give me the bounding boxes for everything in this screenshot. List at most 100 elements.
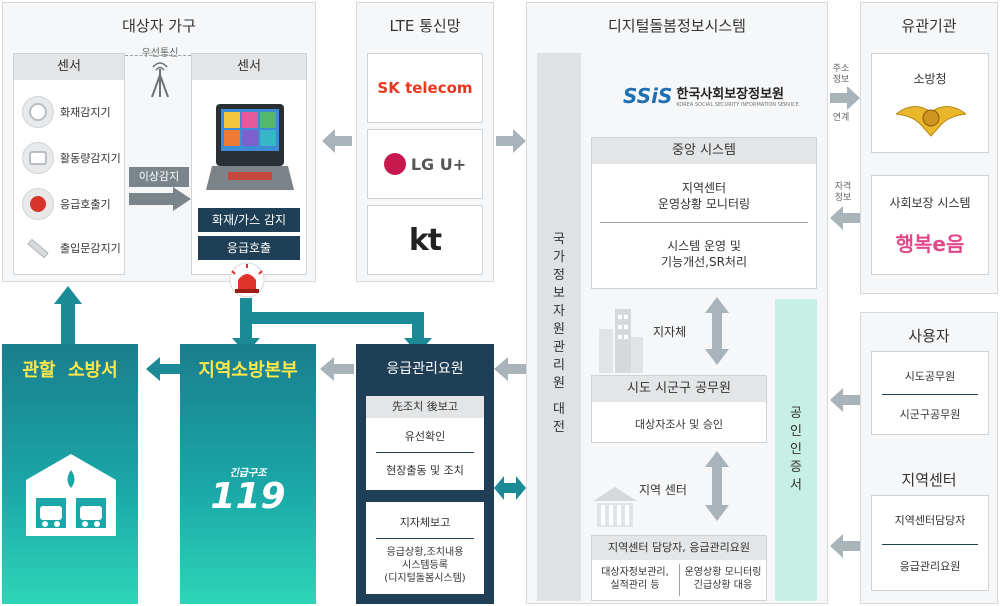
gov-report-detail: 응급상황,조치내용 시스템등록 (디지털돌봄시스템) xyxy=(366,546,484,585)
central-line2b: 기능개선,SR처리 xyxy=(660,255,747,269)
carrier-skt: SK telecom xyxy=(367,53,483,123)
first-action-b: 현장출동 및 조치 xyxy=(386,464,464,477)
lg-logo-icon xyxy=(383,153,406,175)
sido-official-box: 시도 시군구 공무원 대상자조사 및 승인 xyxy=(591,375,767,443)
digital-system-title: 디지털돌봄정보시스템 xyxy=(607,17,746,35)
user-item: 시도공무원 xyxy=(904,370,956,383)
nirs-char: 가 xyxy=(553,250,565,265)
central-line1a: 지역센터 xyxy=(681,181,727,195)
center-staff-box: 지역센터 담당자, 응급관리요원 대상자정보관리, 실적관리 등 운영상황 모니… xyxy=(591,535,767,601)
first-action-divider xyxy=(376,452,474,453)
cert-char: 서 xyxy=(790,478,802,493)
center-staff-title: 지역센터 담당자, 응급관리요원 xyxy=(592,536,766,560)
sensor-item-door: 출입문감지기 xyxy=(22,232,121,264)
staff-hq-arrow xyxy=(320,357,354,381)
central-system-box: 중앙 시스템 지역센터 운영상황 모니터링 시스템 운영 및 기능개선,SR처리 xyxy=(591,137,817,289)
rescue-logo-num: 119 xyxy=(210,476,286,517)
center-staff-divider xyxy=(679,564,680,596)
emergency-staff-title: 응급관리요원 xyxy=(386,361,464,377)
fire-station-title: 관할 소방서 xyxy=(22,360,118,381)
center-staff-right: 운영상황 모니터링 긴급상황 대응 xyxy=(680,566,766,592)
local-gov-label: 지자체 xyxy=(653,325,687,339)
cert-char: 공 xyxy=(790,406,802,421)
nirs-char: 국 xyxy=(553,232,565,247)
rescue-logo-top: 긴급구조 xyxy=(229,468,267,479)
ssis-logo: SSiS 한국사회보장정보원 KOREA SOCIAL SECURITY INF… xyxy=(623,83,799,109)
region-center-label: 지역 센터 xyxy=(639,483,687,497)
welfare-system-arrow xyxy=(830,206,860,230)
wireless-label: 우선통신 xyxy=(141,48,179,59)
fire-agency-box: 소방청 xyxy=(871,53,989,153)
sensor-label: 응급호출기 xyxy=(60,198,111,211)
lte-system-arrow xyxy=(496,129,526,153)
cert-char: 증 xyxy=(790,460,802,475)
ssis-org-sub: KOREA SOCIAL SECURITY INFORMATION SERVIC… xyxy=(676,102,799,108)
center-staff-left: 대상자정보관리, 실적관리 등 xyxy=(592,566,678,592)
region-divider xyxy=(882,544,978,545)
sido-center-arrow xyxy=(705,451,729,521)
related-agency-title: 유관기관 xyxy=(901,17,957,35)
nirs-char: 대 xyxy=(553,402,565,417)
qual-label-a: 자격 xyxy=(834,182,852,192)
household-title: 대상자 가구 xyxy=(122,17,196,35)
nirs-char: 관 xyxy=(553,340,565,355)
fire-hq-title: 지역소방본부 xyxy=(198,360,298,381)
ssis-logo-mark: SSiS xyxy=(623,83,673,108)
fire-gas-detect-button: 화재/가스 감지 xyxy=(198,208,300,232)
lte-panel: LTE 통신망 SK telecom LG U+ kt xyxy=(356,2,494,282)
hub-device-icon xyxy=(206,104,294,190)
sensor-list-box: 센서 화재감지기 활동량감지기 응급호출기 출입문감지기 xyxy=(13,53,125,275)
gov-report-box: 지자체보고 응급상황,조치내용 시스템등록 (디지털돌봄시스템) xyxy=(366,502,484,594)
fire-detector-icon xyxy=(22,96,54,128)
certificate-label: 공 인 인 증 서 xyxy=(788,405,804,495)
fire-agency-emblem-icon xyxy=(896,106,966,137)
welfare-system-label: 사회보장 시스템 xyxy=(889,196,971,210)
region-title: 지역센터 xyxy=(901,471,957,489)
lte-title: LTE 통신망 xyxy=(389,17,461,35)
fire-hq-panel: 지역소방본부 긴급구조 119 xyxy=(180,344,316,604)
device-header: 센서 xyxy=(192,54,306,80)
central-line1b: 운영상황 모니터링 xyxy=(657,197,751,211)
system-fire-arrow xyxy=(830,86,860,110)
siren-icon xyxy=(229,262,265,298)
gov-report-a: 응급상황,조치내용 xyxy=(386,547,464,558)
emergency-staff-panel: 응급관리요원 先조치 後보고 유선확인 현장출동 및 조치 지자체보고 응급상황… xyxy=(356,344,494,604)
region-item: 지역센터담당자 xyxy=(894,514,966,527)
first-action-box: 先조치 後보고 유선확인 현장출동 및 조치 xyxy=(366,396,484,490)
center-staff-left-b: 실적관리 등 xyxy=(610,580,660,591)
device-box: 센서 화재/가스 감지 응급호출 xyxy=(191,53,307,275)
users-divider xyxy=(882,394,978,395)
sensor-item-call: 응급호출기 xyxy=(22,188,111,220)
nirs-char: 정 xyxy=(553,268,565,283)
digital-system-panel: 디지털돌봄정보시스템 국 가 정 보 자 원 관 리 원 대 전 SSiS 한국… xyxy=(526,2,828,604)
lgu-logo: LG U+ xyxy=(410,154,467,174)
sensor-label: 활동량감지기 xyxy=(60,152,121,165)
abnormal-detect-text: 이상감지 xyxy=(138,170,180,183)
sensor-header: 센서 xyxy=(14,54,124,80)
region-item: 응급관리요원 xyxy=(899,560,961,573)
gov-report-c: (디지털돌봄시스템) xyxy=(384,573,466,584)
kt-logo: kt xyxy=(408,222,442,258)
qual-label-b: 정보 xyxy=(834,193,852,203)
carrier-kt: kt xyxy=(367,205,483,275)
related-agency-panel: 유관기관 소방청 사회보장 시스템 행복e음 xyxy=(860,2,998,294)
welfare-logo: 행복e음 xyxy=(895,232,965,256)
central-system-title: 중앙 시스템 xyxy=(592,138,816,164)
user-item: 시군구공무원 xyxy=(899,408,961,421)
fire-station-icon xyxy=(26,454,116,536)
region-box: 지역센터담당자 응급관리요원 xyxy=(871,495,989,591)
cert-char: 인 xyxy=(790,424,802,439)
emergency-call-icon xyxy=(22,188,54,220)
users-box: 시도공무원 시군구공무원 xyxy=(871,351,989,435)
nirs-char: 전 xyxy=(553,420,565,435)
fire-agency-label: 소방청 xyxy=(913,72,947,86)
addr-info-label: 주소 정보 xyxy=(828,64,854,86)
gov-report-b: 시스템등록 xyxy=(402,560,448,571)
central-sido-arrow xyxy=(705,297,729,365)
sensor-item-activity: 활동량감지기 xyxy=(22,142,121,174)
central-line2a: 시스템 운영 및 xyxy=(667,239,741,253)
gov-report-title: 지자체보고 xyxy=(399,516,451,529)
antenna-icon xyxy=(151,62,169,98)
nirs-char: 보 xyxy=(553,286,565,301)
users-title: 사용자 xyxy=(908,327,950,345)
